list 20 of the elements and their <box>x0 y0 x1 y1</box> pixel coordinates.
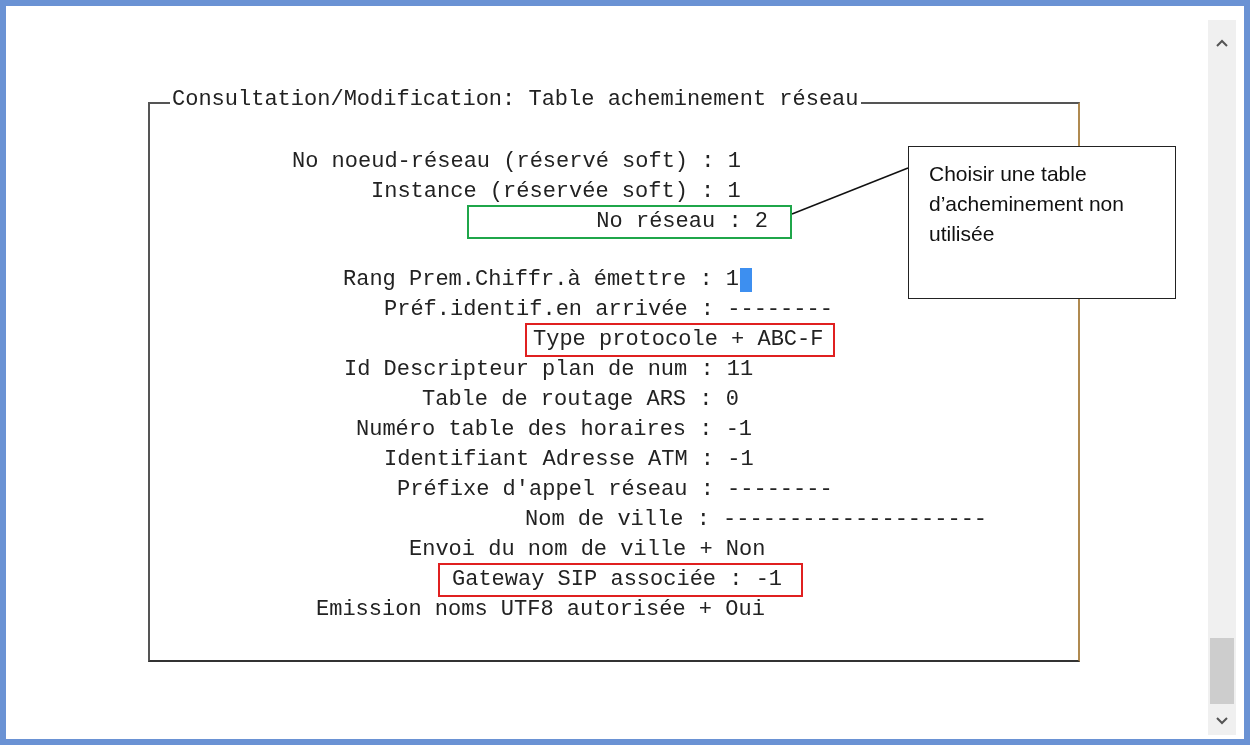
form-line: Gateway SIP associée : -1 <box>452 568 783 592</box>
form-line: Table de routage ARS : 0 <box>422 388 739 412</box>
callout-text: Choisir une table d’acheminement non utilisée <box>929 161 1125 247</box>
form-line: Préf.identif.en arrivée : -------- <box>384 298 833 322</box>
form-line: Id Descripteur plan de num : 11 <box>344 358 754 382</box>
form-line: Préfixe d'appel réseau : -------- <box>397 478 833 502</box>
form-line: Envoi du nom de ville + Non <box>409 538 766 562</box>
form-line: Rang Prem.Chiffr.à émettre : 1 <box>343 268 740 292</box>
highlight-box <box>467 205 792 239</box>
leader-line <box>791 167 909 215</box>
form-line: Type protocole + ABC-F <box>533 328 824 352</box>
form-line: No réseau : 2 <box>596 210 768 234</box>
form-line: Nom de ville : -------------------- <box>525 508 988 532</box>
highlight-box <box>525 323 835 357</box>
form-line: No noeud-réseau (réservé soft) : 1 <box>292 150 741 174</box>
form-line: Identifiant Adresse ATM : -1 <box>384 448 754 472</box>
form-line: Emission noms UTF8 autorisée + Oui <box>316 598 765 622</box>
highlight-box <box>438 563 803 597</box>
form-line: Numéro table des horaires : -1 <box>356 418 753 442</box>
callout-box <box>908 146 1176 299</box>
